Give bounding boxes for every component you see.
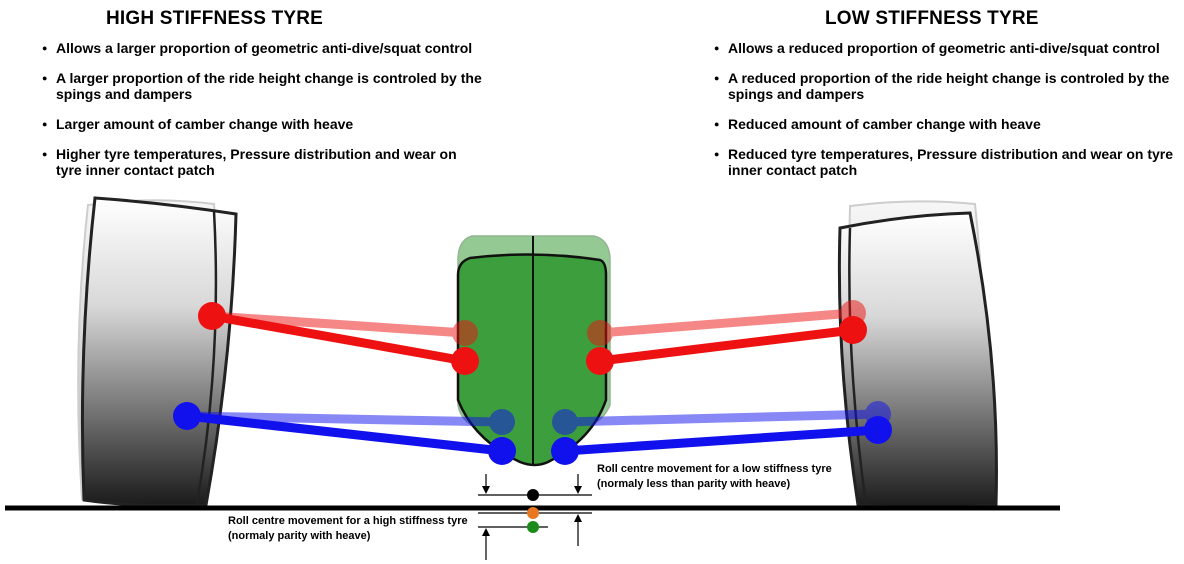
joint-ghost [552,409,578,435]
bullet-item: Higher tyre temperatures, Pressure distr… [42,146,482,178]
upper-inner-joint-left [451,347,479,375]
roll-centre-high-stiffness [527,521,539,533]
bullet-item: Allows a larger proportion of geometric … [42,40,482,56]
upper-outer-joint-right [839,316,867,344]
upper-wishbone-right-ghost [595,308,858,338]
joint-ghost [587,320,613,346]
roll-centre-static [527,489,539,501]
upper-wishbone-right [595,325,858,366]
bullet-item: Reduced tyre temperatures, Pressure dist… [714,146,1184,178]
bullet-item: A larger proportion of the ride height c… [42,70,482,102]
right-tyre-sidewall [848,227,868,506]
upper-inner-joint-right [586,347,614,375]
lower-wishbone-left [182,411,507,456]
left-tyre-body [80,196,238,508]
arrowhead-down-left [482,486,490,494]
left-tyre [77,196,238,508]
arrowhead-down-right [574,486,582,494]
upper-wishbones [198,302,867,375]
bullet-item: Reduced amount of camber change with hea… [714,116,1184,132]
low-stiffness-bullets: Allows a reduced proportion of geometric… [714,40,1184,192]
bullet-item: Allows a reduced proportion of geometric… [714,40,1184,56]
joint-ghost [489,409,515,435]
roll-centre-low-annotation: Roll centre movement for a low stiffness… [597,463,832,490]
bullet-item: Larger amount of camber change with heav… [42,116,482,132]
arrowhead-up-right [574,514,582,522]
upper-wishbone-left-ghost [207,311,470,338]
right-tyre [837,200,998,509]
high-stiffness-title: HIGH STIFFNESS TYRE [106,8,324,29]
ghost-wishbones [182,300,891,435]
lower-wishbone-right-ghost [560,409,883,427]
upper-outer-joint-left [198,302,226,330]
left-tyre-sidewall [195,210,218,504]
joint-ghost [452,320,478,346]
lower-wishbones [173,402,892,465]
upper-wishbone-left [207,311,470,366]
roll-centre-high-annotation: Roll centre movement for a high stiffnes… [228,515,468,542]
lower-inner-joint-left [488,437,516,465]
arrowhead-up-left [482,528,490,536]
lower-wishbone-right [560,425,883,456]
lower-inner-joint-right [551,437,579,465]
lower-wishbone-left-ghost [182,411,507,427]
roll-centre-markers [478,474,592,560]
lower-outer-joint-left [173,402,201,430]
bullet-item: A reduced proportion of the ride height … [714,70,1184,102]
high-stiffness-bullets: Allows a larger proportion of geometric … [42,40,482,192]
right-tyre-body [837,211,998,509]
chassis [456,235,611,467]
roll-centre-low-stiffness [527,507,539,519]
lower-outer-joint-right [864,416,892,444]
low-stiffness-title: LOW STIFFNESS TYRE [825,8,1039,29]
